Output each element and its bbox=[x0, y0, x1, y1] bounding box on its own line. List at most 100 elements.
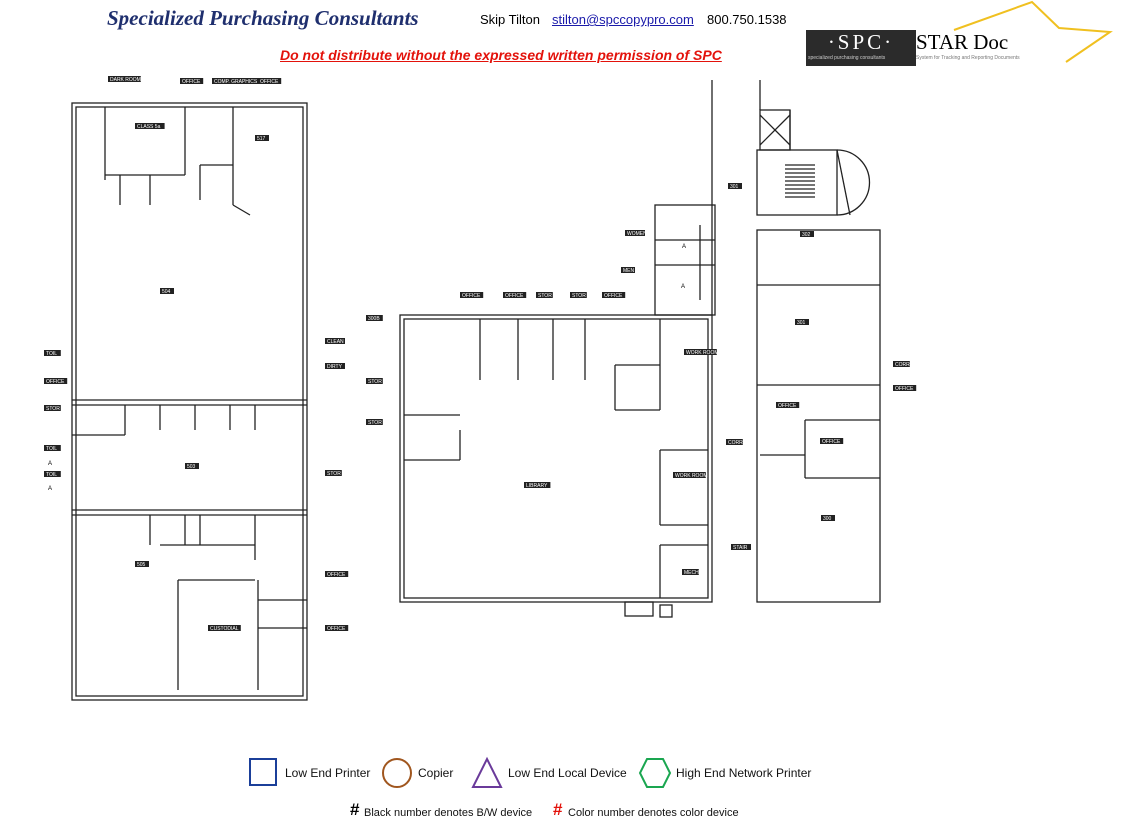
room-label: TOIL bbox=[44, 471, 61, 478]
legend-low-end-local-device: Low End Local Device bbox=[508, 766, 627, 780]
room-label-box bbox=[682, 569, 699, 575]
room-label: 517 bbox=[255, 135, 269, 142]
room-label-text: CORR bbox=[728, 440, 743, 446]
room-label-text: OFFICE bbox=[822, 439, 841, 445]
room-label-text: LIBRARY bbox=[526, 483, 548, 489]
room-label-box bbox=[684, 349, 717, 355]
room-label-text: STOR bbox=[327, 471, 341, 477]
wall bbox=[654, 204, 716, 316]
marker-a: A bbox=[682, 244, 686, 250]
room-label: OFFICE bbox=[180, 78, 204, 85]
contact-name: Skip Tilton bbox=[480, 12, 540, 27]
room-label-text: TOIL bbox=[46, 446, 57, 452]
room-label: 301 bbox=[795, 319, 809, 326]
room-label-box bbox=[625, 230, 645, 236]
room-label-box bbox=[180, 78, 204, 84]
wall bbox=[75, 106, 304, 697]
room-label: 302 bbox=[800, 231, 814, 238]
marker-a: A bbox=[681, 284, 685, 290]
room-label: OFFICE bbox=[602, 292, 626, 299]
room-label-text: OFFICE bbox=[778, 403, 797, 409]
company-title: Specialized Purchasing Consultants bbox=[107, 6, 419, 30]
wall bbox=[836, 149, 851, 216]
room-label-text: DIRTY bbox=[327, 364, 343, 370]
walls bbox=[71, 80, 881, 701]
room-label-text: 301 bbox=[797, 320, 806, 326]
room-label-text: OFFICE bbox=[182, 79, 201, 85]
room-label-text: STOR bbox=[368, 379, 382, 385]
room-label: STOR bbox=[325, 470, 342, 477]
bw-note: Black number denotes B/W device bbox=[364, 807, 533, 819]
room-label: 300B bbox=[366, 315, 383, 322]
room-label: DIRTY bbox=[325, 363, 345, 370]
room-label: OFFICE bbox=[893, 385, 917, 392]
low-end-printer-square-icon bbox=[249, 758, 277, 786]
room-label: CLEAN bbox=[325, 338, 345, 345]
room-label-box bbox=[366, 315, 383, 321]
room-label: OFFICE bbox=[258, 78, 282, 85]
room-label-box bbox=[536, 292, 553, 298]
room-label-box bbox=[728, 183, 742, 189]
logo-mark-box: ·SPC· specialized purchasing consultants bbox=[806, 30, 916, 66]
contact-email-link[interactable]: stilton@spccopypro.com bbox=[552, 12, 694, 27]
stair-curve bbox=[836, 149, 871, 216]
room-label: OFFICE bbox=[776, 402, 800, 409]
room-label: 301 bbox=[728, 183, 742, 190]
logo-product-sub: System for Tracking and Reporting Docume… bbox=[916, 55, 1020, 61]
room-label: OFFICE bbox=[460, 292, 484, 299]
room-label-text: 517 bbox=[257, 136, 266, 142]
room-label: OFFICE bbox=[44, 378, 68, 385]
room-label-text: CUSTODIAL bbox=[210, 626, 239, 632]
room-label: CLASS 5a bbox=[135, 123, 165, 130]
room-label-text: TOIL bbox=[46, 351, 57, 357]
room-label: OFFICE bbox=[325, 625, 349, 632]
room-label-box bbox=[325, 338, 345, 344]
room-label: 504 bbox=[160, 288, 174, 295]
room-label-text: STAIR bbox=[733, 545, 748, 551]
logo-product: STAR Doc bbox=[916, 30, 1009, 54]
room-label-box bbox=[160, 288, 174, 294]
legend-low-end-printer: Low End Printer bbox=[285, 766, 371, 780]
red-hash-symbol: # bbox=[553, 800, 563, 819]
room-label: TOIL bbox=[44, 350, 61, 357]
wall bbox=[756, 149, 838, 216]
room-label: 505 bbox=[135, 561, 149, 568]
room-label-text: OFFICE bbox=[260, 79, 279, 85]
room-label-box bbox=[44, 378, 68, 384]
room-label: STOR bbox=[44, 405, 61, 412]
room-label-text: DARK ROOM bbox=[110, 77, 141, 83]
room-label: WOMEN bbox=[625, 230, 647, 237]
room-label-box bbox=[208, 625, 241, 631]
room-label-box bbox=[726, 439, 743, 445]
room-label-text: OFFICE bbox=[327, 572, 346, 578]
logo-mark-sub: specialized purchasing consultants bbox=[808, 55, 886, 61]
room-label: OFFICE bbox=[325, 571, 349, 578]
room-label-box bbox=[731, 544, 751, 550]
room-label-text: WOMEN bbox=[627, 231, 647, 237]
room-label-box bbox=[570, 292, 587, 298]
room-label-box bbox=[44, 405, 61, 411]
room-label-box bbox=[621, 267, 635, 273]
room-label: CORR bbox=[726, 439, 743, 446]
wall bbox=[659, 604, 673, 618]
room-label: WORK ROOM bbox=[673, 472, 708, 479]
room-label-text: 505 bbox=[137, 562, 146, 568]
room-label: WORK ROOM bbox=[684, 349, 719, 356]
room-label: STOR bbox=[570, 292, 587, 299]
room-label-text: TOIL bbox=[46, 472, 57, 478]
room-label: LIBRARY bbox=[524, 482, 551, 489]
room-label-text: OFFICE bbox=[895, 386, 914, 392]
room-label-text: OFFICE bbox=[46, 379, 65, 385]
room-label-text: OFFICE bbox=[604, 293, 623, 299]
room-label-box bbox=[503, 292, 527, 298]
room-label-text: 301 bbox=[730, 184, 739, 190]
room-label-box bbox=[44, 471, 61, 477]
room-label-box bbox=[325, 625, 349, 631]
room-label-text: OFFICE bbox=[462, 293, 481, 299]
room-label-box bbox=[602, 292, 626, 298]
legend-high-end-network-printer: High End Network Printer bbox=[676, 766, 812, 780]
room-label: STAIR bbox=[731, 544, 751, 551]
